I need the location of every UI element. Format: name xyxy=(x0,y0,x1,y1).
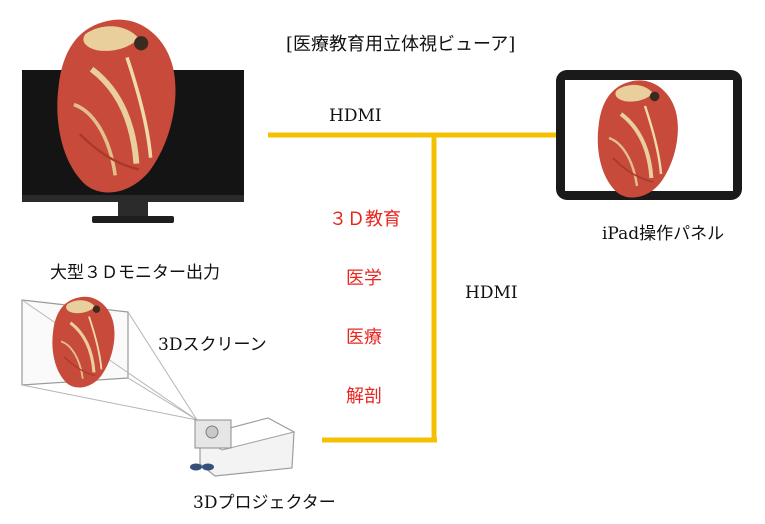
monitor-neck xyxy=(118,202,148,218)
topic-label: 医学 xyxy=(346,268,382,289)
monitor-bezel-bottom xyxy=(22,195,244,202)
hdmi-cable-lines xyxy=(268,132,556,443)
topic-label: ３Ｄ教育 xyxy=(329,209,401,230)
projection-graphic xyxy=(21,295,198,421)
topic-label: 医療 xyxy=(346,327,382,348)
projector-label: 3Dプロジェクター xyxy=(193,493,336,513)
ipad-graphic xyxy=(556,70,742,200)
monitor-stand xyxy=(92,216,174,223)
screen-label: 3Dスクリーン xyxy=(158,335,267,355)
hdmi-label-side: HDMI xyxy=(465,283,518,303)
diagram-title: [医療教育用立体視ビューア] xyxy=(286,34,516,55)
topic-label: 解剖 xyxy=(346,386,382,407)
3d-glasses-icon xyxy=(190,463,214,471)
monitor-graphic xyxy=(22,20,244,223)
hdmi-label-top: HDMI xyxy=(329,106,382,126)
projector-lens xyxy=(205,425,219,439)
ipad-label: iPad操作パネル xyxy=(602,224,725,244)
monitor-label: 大型３Ｄモニター出力 xyxy=(50,263,220,283)
projector-graphic xyxy=(190,417,296,477)
